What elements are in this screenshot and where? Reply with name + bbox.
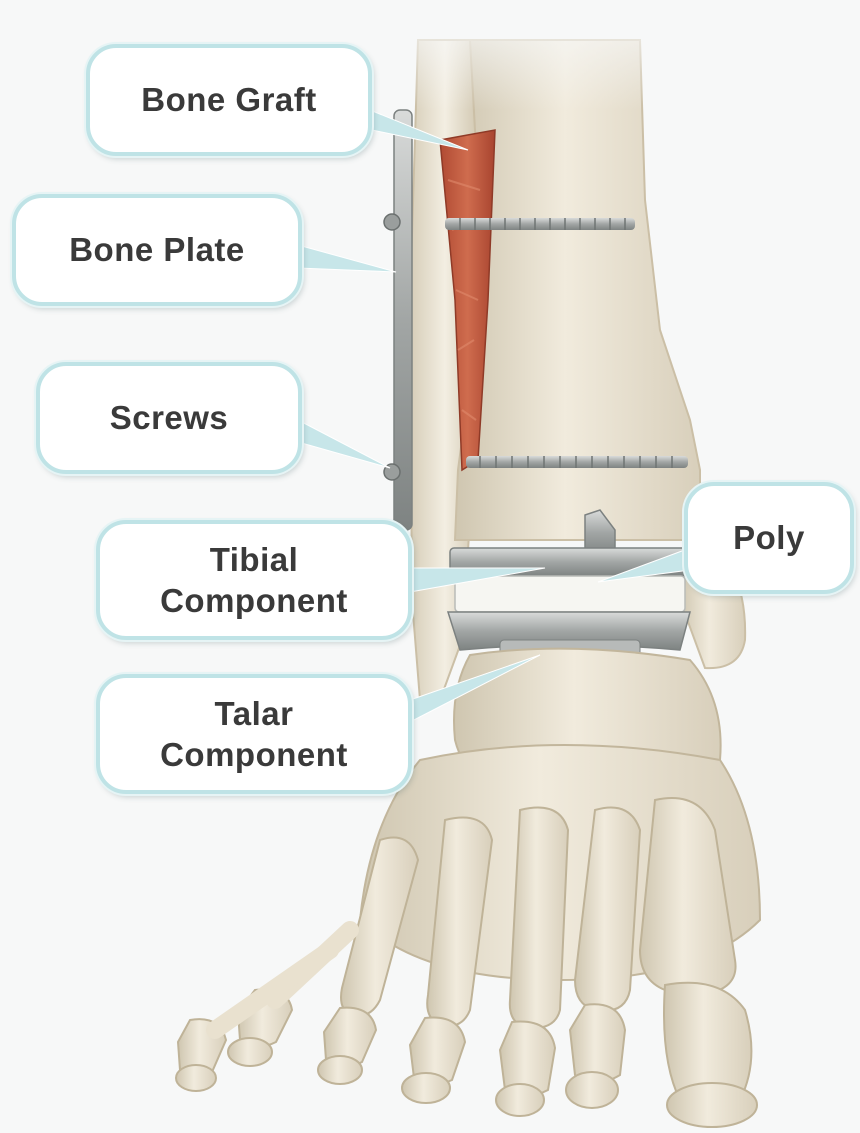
screws-label: Screws <box>110 397 229 438</box>
poly-callout: Poly <box>684 482 854 594</box>
talar-component-callout: Talar Component <box>96 674 412 794</box>
poly-graphic <box>455 576 685 612</box>
bone-plate-label: Bone Plate <box>69 229 245 270</box>
bone-graft-callout: Bone Graft <box>86 44 372 156</box>
bone-plate-callout: Bone Plate <box>12 194 302 306</box>
tibial-component-label: Tibial Component <box>160 539 348 622</box>
talar-component-label: Talar Component <box>160 693 348 776</box>
poly-label: Poly <box>733 517 805 558</box>
screws-callout: Screws <box>36 362 302 474</box>
tibial-component-callout: Tibial Component <box>96 520 412 640</box>
bone-graft-label: Bone Graft <box>141 79 317 120</box>
